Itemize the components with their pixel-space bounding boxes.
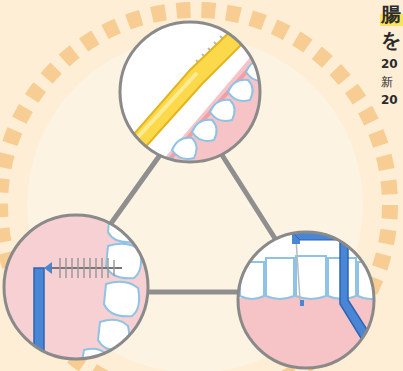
- dashed-ring: [0, 10, 390, 371]
- circle-frame: [238, 232, 374, 368]
- heading-fragment: 新: [381, 76, 393, 88]
- interdental-brush-scene: [0, 210, 150, 371]
- floss-scene: [230, 225, 382, 371]
- heading-fragment: 20: [381, 94, 398, 106]
- circle-frame: [4, 215, 148, 359]
- heading-fragment: を: [381, 30, 401, 50]
- heading-fragment: 腸: [381, 4, 401, 24]
- heading-fragment: 20: [381, 58, 398, 70]
- toothbrush-scene: [110, 15, 275, 179]
- circle-frame: [120, 22, 260, 162]
